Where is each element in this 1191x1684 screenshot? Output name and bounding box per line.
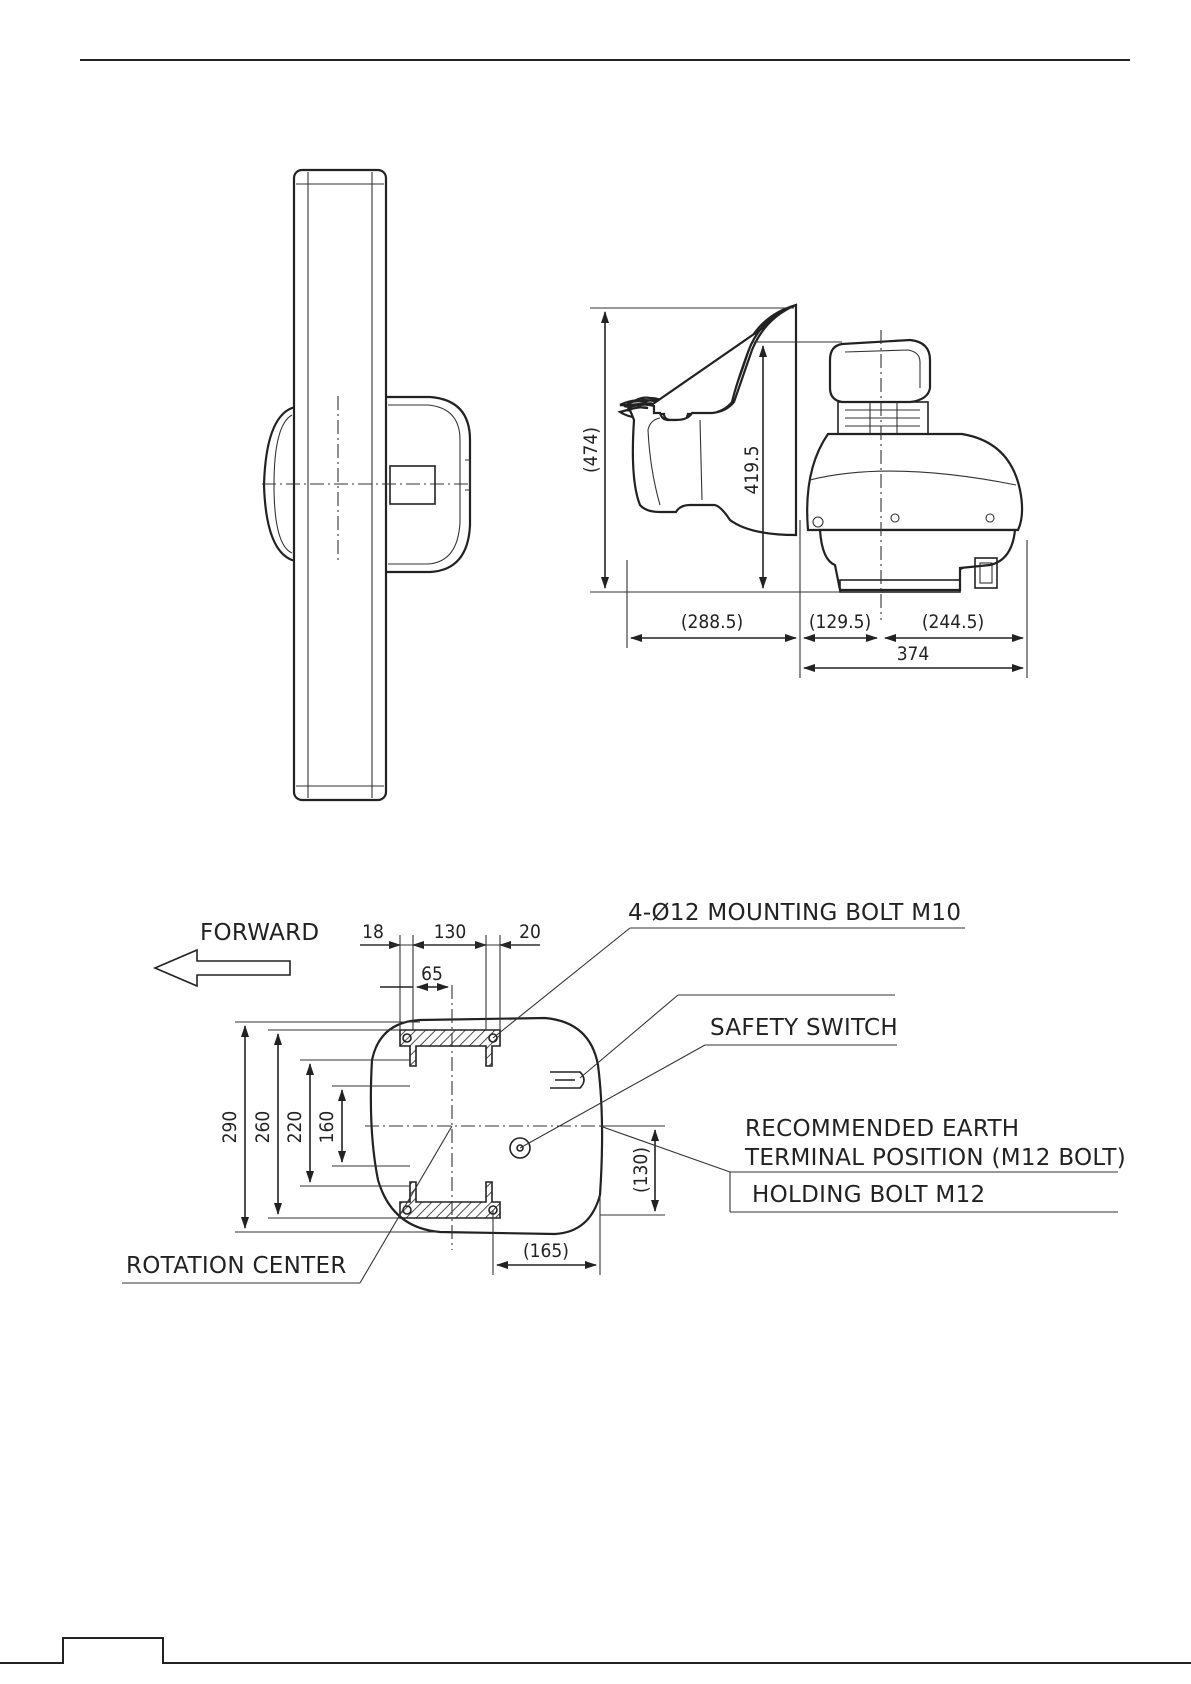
top-view xyxy=(262,170,470,800)
dim-20: 20 xyxy=(519,921,541,943)
holding-bolt-label: HOLDING BOLT M12 xyxy=(752,1182,985,1208)
earth-label-line1: RECOMMENDED EARTH xyxy=(745,1116,1019,1142)
bottom-view: FORWARD 18 130 20 65 xyxy=(122,900,1126,1283)
radome-side xyxy=(807,434,1022,530)
dim-244-5: (244.5) xyxy=(922,611,984,633)
dim-419-5: 419.5 xyxy=(741,446,763,495)
forward-label: FORWARD xyxy=(200,920,319,946)
earth-label-line2: TERMINAL POSITION (M12 BOLT) xyxy=(744,1145,1126,1171)
rotation-center-label: ROTATION CENTER xyxy=(126,1253,347,1279)
dim-165: (165) xyxy=(523,1240,569,1262)
dim-288-5: (288.5) xyxy=(681,611,743,633)
dim-160: 160 xyxy=(316,1111,338,1144)
dim-130-right: (130) xyxy=(630,1147,652,1193)
dim-474: (474) xyxy=(580,427,602,473)
antenna-head-side xyxy=(830,340,930,402)
footer-rule xyxy=(0,1638,1191,1663)
dim-65: 65 xyxy=(421,963,443,985)
forward-arrow-icon xyxy=(155,950,290,986)
mounting-bolt-label: 4-Ø12 MOUNTING BOLT M10 xyxy=(628,900,961,926)
dim-129-5: (129.5) xyxy=(809,611,871,633)
dim-260: 260 xyxy=(252,1111,274,1144)
safety-switch-label: SAFETY SWITCH xyxy=(710,1015,898,1041)
dim-18: 18 xyxy=(362,921,384,943)
side-view: (474) 419.5 (288.5) (129.5) (244.5) 374 xyxy=(580,305,1027,678)
lower-housing-side xyxy=(820,530,1015,590)
dim-290: 290 xyxy=(219,1111,241,1144)
dim-220: 220 xyxy=(284,1111,306,1144)
dim-130-top: 130 xyxy=(434,921,467,943)
dim-374: 374 xyxy=(897,643,930,665)
